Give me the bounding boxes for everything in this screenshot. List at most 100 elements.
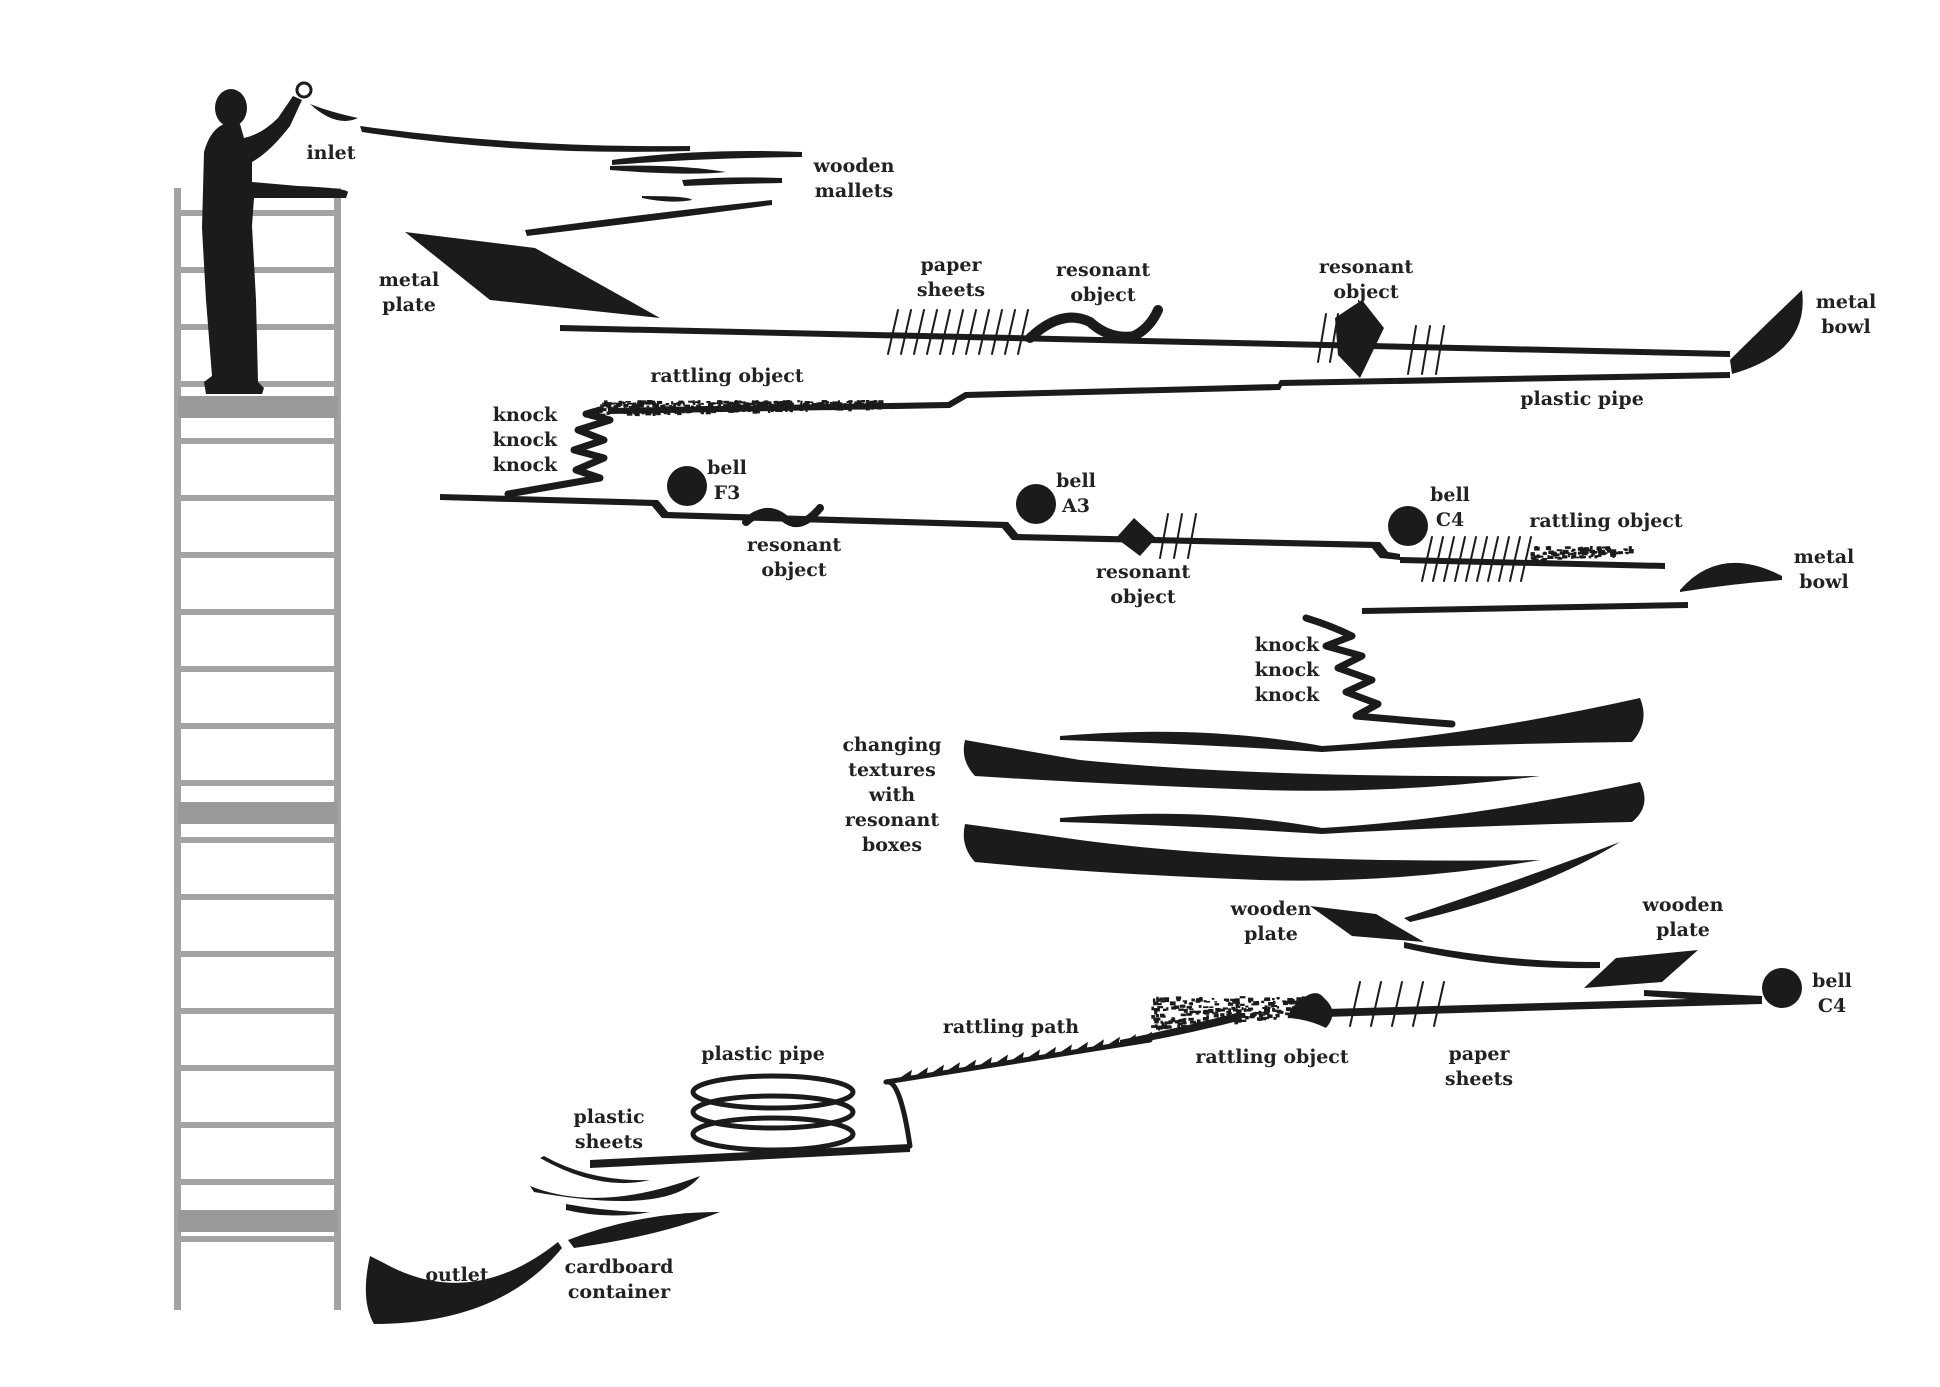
rattling-particle bbox=[853, 405, 859, 408]
wooden-plate-stroke bbox=[1404, 942, 1600, 969]
paper-sheet-hatch bbox=[1412, 981, 1424, 1027]
rattling-particle bbox=[1202, 1017, 1209, 1021]
scaffold-rung bbox=[178, 1065, 338, 1071]
paper-sheet-hatch bbox=[1432, 536, 1444, 582]
rattling-particle bbox=[720, 410, 723, 413]
rattling-particle bbox=[1248, 997, 1254, 1002]
rattling-particle bbox=[1237, 1019, 1242, 1023]
paper-sheet-hatch bbox=[1349, 981, 1361, 1027]
rattling-particle bbox=[840, 402, 843, 406]
rattling-particle bbox=[727, 402, 733, 406]
rattling-path-tooth bbox=[1012, 1051, 1024, 1062]
label-outlet: outlet bbox=[425, 1263, 488, 1288]
rattling-particle bbox=[1202, 1010, 1207, 1014]
rattling-particle bbox=[1301, 1000, 1306, 1003]
rattling-particle bbox=[720, 407, 726, 410]
rattling-particle bbox=[727, 406, 733, 411]
rattling-particle bbox=[822, 400, 828, 403]
rattling-particle bbox=[673, 408, 676, 411]
rattling-particle bbox=[1216, 1009, 1221, 1012]
rattling-particle bbox=[1287, 998, 1294, 1002]
rattling-particle bbox=[720, 400, 723, 405]
rattling-particle bbox=[1304, 1001, 1308, 1005]
rattling-path-tooth bbox=[1028, 1049, 1040, 1060]
rattling-particle bbox=[1239, 1013, 1246, 1017]
rattling-particle bbox=[708, 403, 714, 407]
rattling-particle bbox=[622, 401, 626, 405]
rattling-particle bbox=[696, 408, 701, 412]
rattling-particle bbox=[1251, 1003, 1258, 1006]
scaffold-rung bbox=[178, 837, 338, 843]
rattling-particle bbox=[1169, 1001, 1176, 1006]
rattling-particle bbox=[1160, 1000, 1166, 1003]
rattling-particle bbox=[1203, 1021, 1207, 1026]
rattling-particle bbox=[1568, 553, 1574, 556]
rattling-particle bbox=[830, 407, 833, 410]
rattling-particle bbox=[1265, 1008, 1270, 1012]
rattling-particle bbox=[1220, 1013, 1225, 1017]
rattling-particle bbox=[748, 402, 753, 405]
paper-sheet-hatch bbox=[978, 309, 990, 355]
rattling-particle bbox=[776, 403, 780, 408]
rattling-particle bbox=[804, 402, 808, 405]
label-line: bell bbox=[1430, 484, 1470, 506]
rattling-particle bbox=[1211, 997, 1215, 1000]
rattling-particle bbox=[643, 407, 646, 410]
rattling-particle bbox=[700, 402, 704, 405]
label-line: object bbox=[1110, 586, 1176, 608]
paper-sheet-hatch bbox=[1465, 536, 1477, 582]
rattling-particle bbox=[677, 407, 680, 411]
rattling-particle bbox=[1184, 1000, 1187, 1004]
rattling-particle bbox=[1171, 1006, 1177, 1010]
rattling-particle bbox=[1234, 998, 1240, 1002]
rattling-path-tooth bbox=[1092, 1039, 1104, 1050]
rattling-particles bbox=[600, 400, 1634, 1031]
rattling-particle bbox=[616, 409, 619, 413]
rattling-particle bbox=[1544, 557, 1548, 561]
rattling-particle bbox=[1258, 1014, 1263, 1018]
label-line: changing bbox=[842, 734, 942, 756]
rattling-particle bbox=[756, 403, 762, 408]
rattling-particle bbox=[723, 400, 730, 404]
rattling-particle bbox=[1219, 1008, 1225, 1012]
rattling-particle bbox=[838, 407, 844, 411]
rattling-particle bbox=[652, 408, 656, 411]
rattling-particle bbox=[667, 408, 672, 412]
rattling-particle bbox=[678, 400, 684, 404]
rattling-particle bbox=[765, 404, 769, 408]
rattling-particle bbox=[1264, 997, 1271, 1002]
rattling-particle bbox=[1256, 1001, 1259, 1005]
rattling-particle bbox=[625, 401, 631, 403]
rattling-particle bbox=[1236, 1010, 1240, 1013]
rattling-particle bbox=[1285, 1012, 1290, 1016]
rattling-particle bbox=[733, 407, 738, 409]
rattling-particle bbox=[1288, 1001, 1295, 1005]
rattling-particle bbox=[875, 402, 882, 405]
rattling-particle bbox=[1534, 546, 1540, 551]
rattling-particle bbox=[772, 404, 777, 408]
rattling-particle bbox=[1178, 1022, 1183, 1026]
rattling-particle bbox=[716, 401, 720, 405]
rattling-particle bbox=[849, 405, 853, 409]
metal-bowl-1 bbox=[1730, 290, 1803, 374]
rattling-particle bbox=[1282, 1001, 1288, 1006]
rattling-particle bbox=[671, 401, 674, 405]
rattling-particle bbox=[1181, 1024, 1187, 1029]
rattling-particle bbox=[637, 400, 643, 404]
rattling-particle bbox=[1300, 1008, 1303, 1012]
label-rattling-object-3: rattling object bbox=[1195, 1045, 1348, 1070]
rattling-particle bbox=[761, 407, 767, 411]
label-line: resonant bbox=[1318, 256, 1414, 278]
label-line: object bbox=[761, 559, 827, 581]
rattling-particle bbox=[1233, 1016, 1240, 1020]
rattling-particle bbox=[717, 405, 722, 407]
rattling-particle bbox=[1154, 1009, 1157, 1013]
rattling-particle bbox=[1262, 1007, 1265, 1009]
rattling-particle bbox=[795, 405, 801, 409]
label-line: boxes bbox=[861, 834, 923, 856]
rattling-particle bbox=[1567, 555, 1571, 558]
rattling-particle bbox=[1267, 1006, 1271, 1009]
